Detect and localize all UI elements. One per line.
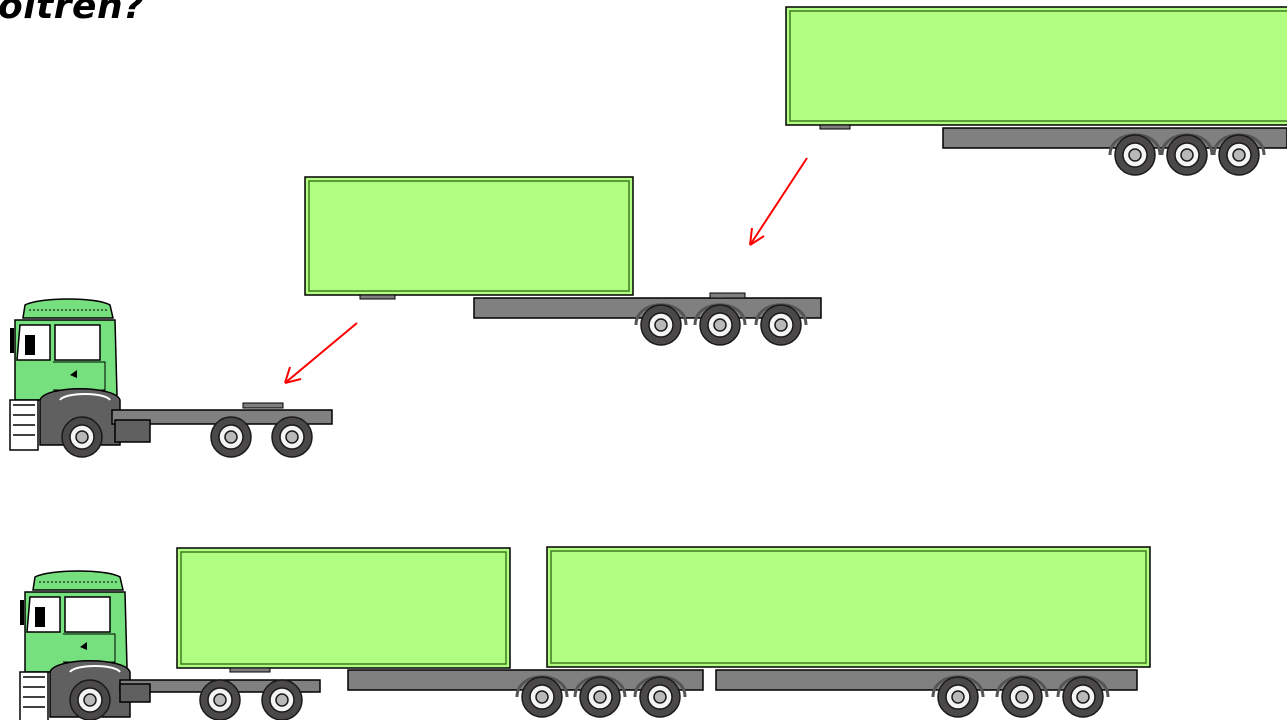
wheel-icon [580, 677, 620, 717]
arrow-icon [285, 323, 357, 383]
wheel-icon [700, 305, 740, 345]
wheel-icon [640, 677, 680, 717]
wheel-icon [62, 417, 102, 457]
wheel-icon [938, 677, 978, 717]
arrow-icon [750, 158, 807, 245]
wheel-icon [1115, 135, 1155, 175]
semitrailer-top [786, 7, 1287, 175]
wheel-icon [1219, 135, 1259, 175]
wheel-icon [641, 305, 681, 345]
assembled-truck [20, 547, 1150, 720]
wheel-icon [761, 305, 801, 345]
truck-tractor [10, 299, 332, 457]
wheel-icon [272, 417, 312, 457]
wheel-icon [211, 417, 251, 457]
dolly-trailer-middle [305, 177, 821, 345]
wheel-icon [70, 680, 110, 720]
wheel-icon [1063, 677, 1103, 717]
wheel-icon [1167, 135, 1207, 175]
wheel-icon [200, 680, 240, 720]
wheel-icon [262, 680, 302, 720]
wheel-icon [1002, 677, 1042, 717]
wheel-icon [522, 677, 562, 717]
